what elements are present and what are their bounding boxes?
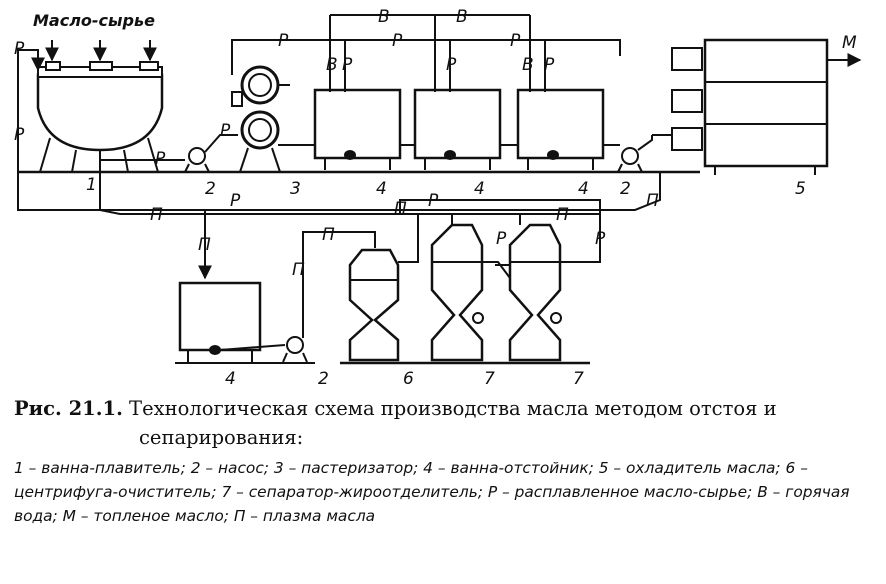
svg-text:6: 6 [403,369,414,389]
svg-text:3: 3 [290,179,301,199]
caption-title-line1: Технологическая схема производства масла… [122,397,777,420]
pump-bottom [282,231,376,363]
svg-text:П: П [150,205,163,225]
pump-left [184,134,238,173]
svg-text:7: 7 [573,369,584,389]
svg-text:В: В [456,7,468,27]
melting-bath [36,40,164,173]
svg-text:5: 5 [795,179,806,199]
svg-text:Р: Р [342,55,353,75]
svg-text:Р: Р [544,55,555,75]
svg-text:4: 4 [578,179,589,199]
settling-bath-bottom [178,281,262,362]
svg-text:Р: Р [428,191,439,211]
caption-legend: 1 – ванна-плавитель; 2 – насос; 3 – паст… [14,459,850,525]
svg-text:Р: Р [230,191,241,211]
settling-bath-2 [413,88,502,170]
svg-text:Р: Р [595,229,606,249]
svg-text:П: П [198,235,211,255]
svg-text:П: П [646,191,659,211]
svg-text:П: П [292,260,305,280]
svg-text:П: П [394,199,407,219]
svg-text:Р: Р [278,31,289,51]
svg-text:Р: Р [14,39,25,59]
svg-text:2: 2 [620,179,631,199]
raw-butter-label: Масло-сырье [33,11,155,30]
centrifuge-cleaner [348,248,400,362]
separator-2 [508,223,601,362]
svg-text:4: 4 [474,179,485,199]
butter-cooler [671,38,862,175]
svg-text:1: 1 [86,175,97,195]
svg-text:2: 2 [318,369,329,389]
equipment-numbers: 1 2 3 4 4 4 2 5 4 2 6 7 7 [86,175,806,389]
figure-caption: Рис. 21.1. Технологическая схема произво… [14,394,882,528]
caption-title: Рис. 21.1. Технологическая схема произво… [14,394,882,452]
svg-text:Р: Р [392,31,403,51]
svg-text:В: В [522,55,534,75]
separator-1 [430,223,511,362]
svg-text:В: В [378,7,390,27]
stream-labels: Р Р Р Р Р Р Р В В В Р Р В Р М Р Р Р Р П … [14,7,857,280]
svg-text:М: М [842,33,857,53]
pasteurizer [231,65,290,173]
svg-text:Р: Р [220,121,231,141]
settling-bath-1 [313,88,402,170]
svg-text:2: 2 [205,179,216,199]
settling-bath-3 [516,88,605,170]
svg-text:Р: Р [510,31,521,51]
svg-text:4: 4 [376,179,387,199]
svg-text:4: 4 [225,369,236,389]
svg-text:7: 7 [484,369,495,389]
figure-number: Рис. 21.1. [14,397,123,420]
svg-text:Р: Р [446,55,457,75]
svg-text:В: В [326,55,338,75]
svg-text:Р: Р [14,125,25,145]
process-flow-diagram: Масло-сырье Р Р Р Р Р Р Р В В В Р Р В Р … [14,7,862,389]
svg-text:Р: Р [155,149,166,169]
svg-text:П: П [556,205,569,225]
svg-text:П: П [322,225,335,245]
caption-title-line2: сепарирования: [139,426,304,449]
svg-text:Р: Р [496,229,507,249]
